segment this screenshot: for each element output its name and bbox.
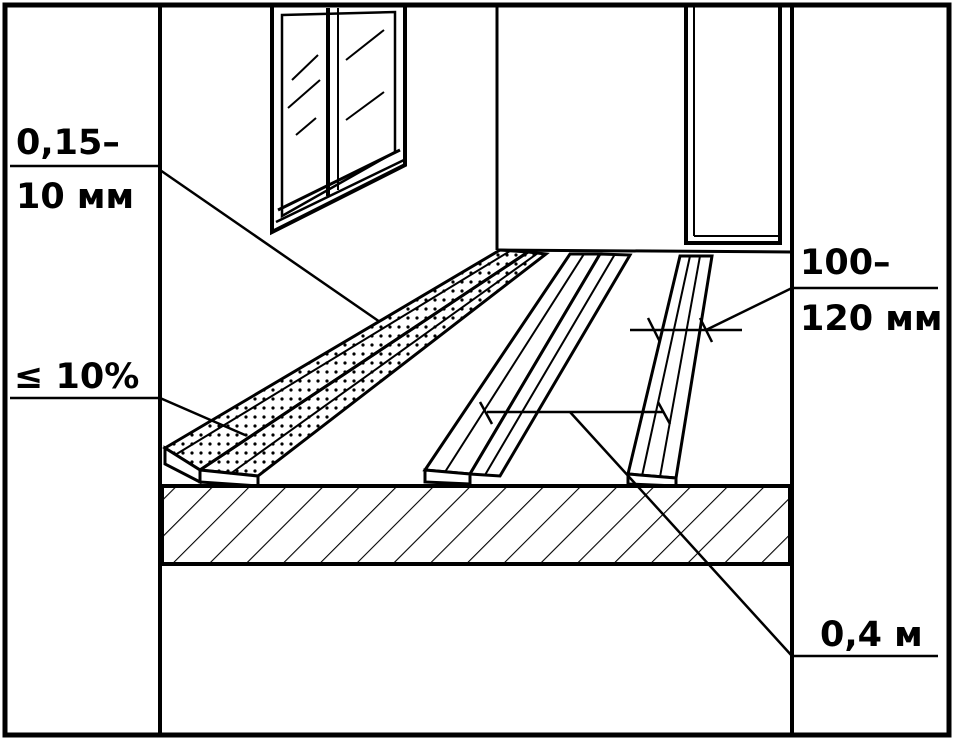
door [684,5,782,245]
leader-lines [10,164,938,658]
window [270,3,407,236]
humidity-label: ≤ 10% [14,357,140,397]
joist-right [626,254,714,488]
floor-slab [160,484,792,566]
joist-left [162,248,550,488]
back-floor-line [496,248,793,254]
spacing-label: 0,4 м [820,615,923,655]
width-label-bottom: 120 мм [800,299,943,339]
joist-middle [422,252,633,486]
dampness-label-top: 0,15– [16,123,120,163]
width-label-top: 100– [800,243,891,283]
joist-spacing-dimension [478,401,672,425]
dampness-label-bottom: 10 мм [16,177,135,217]
